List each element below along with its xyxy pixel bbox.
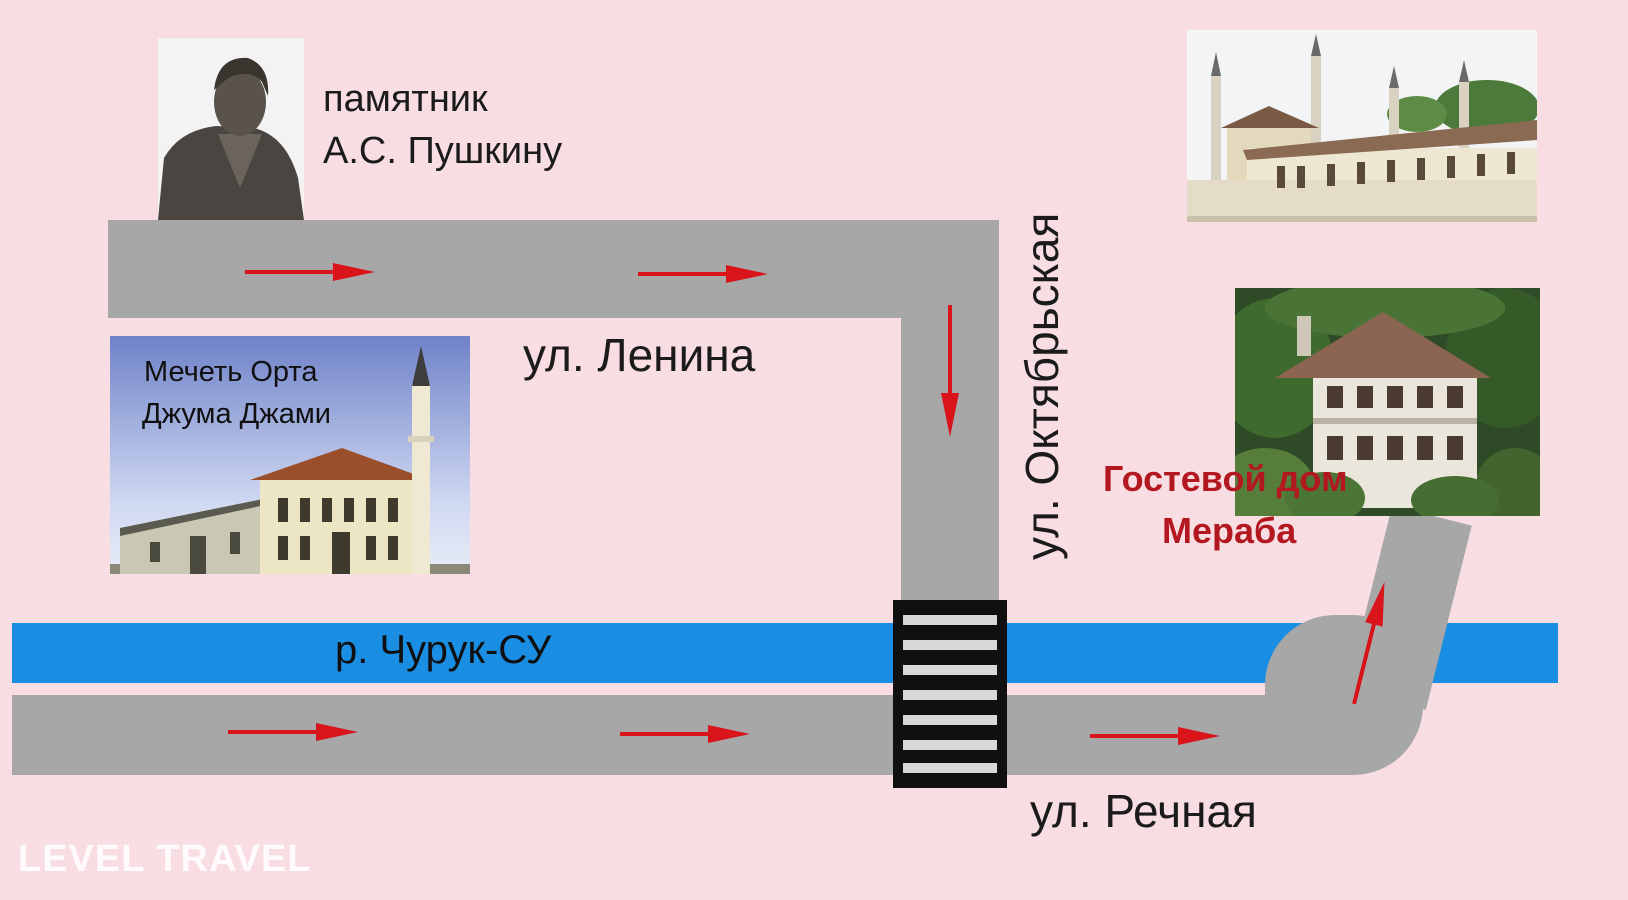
- route-arrow-icon: [938, 305, 962, 437]
- mosque-label-line1: Мечеть Орта: [144, 356, 318, 388]
- pushkin-monument-label-line1: памятник: [323, 78, 488, 120]
- route-arrow-icon: [638, 262, 768, 286]
- guest-house-label-line1: Гостевой дом: [1103, 458, 1348, 499]
- street-label-lenina: ул. Ленина: [523, 329, 756, 381]
- crosswalk-icon: [893, 600, 1007, 788]
- street-label-rechnaya: ул. Речная: [1030, 785, 1257, 837]
- mosque-label-line2: Джума Джами: [142, 398, 331, 430]
- guest-house-label-line2: Мераба: [1162, 510, 1297, 551]
- pushkin-monument-label-line2: А.С. Пушкину: [323, 130, 563, 172]
- route-arrow-icon: [620, 722, 750, 746]
- river-label: р. Чурук-СУ: [335, 628, 552, 672]
- route-arrow-icon: [1090, 724, 1220, 748]
- pushkin-monument-photo: [158, 38, 304, 220]
- mosque-photo: Мечеть Орта Джума Джами: [110, 336, 470, 574]
- route-arrow-icon: [245, 260, 375, 284]
- route-arrow-icon: [1342, 579, 1396, 707]
- guest-house-photo: [1235, 288, 1540, 516]
- street-label-oktyabrskaya: ул. Октябрьская: [1016, 212, 1068, 560]
- road-lenina: [108, 220, 999, 318]
- khans-palace-photo: [1187, 30, 1537, 222]
- watermark-logo: LEVEL TRAVEL: [18, 838, 312, 880]
- route-arrow-icon: [228, 720, 358, 744]
